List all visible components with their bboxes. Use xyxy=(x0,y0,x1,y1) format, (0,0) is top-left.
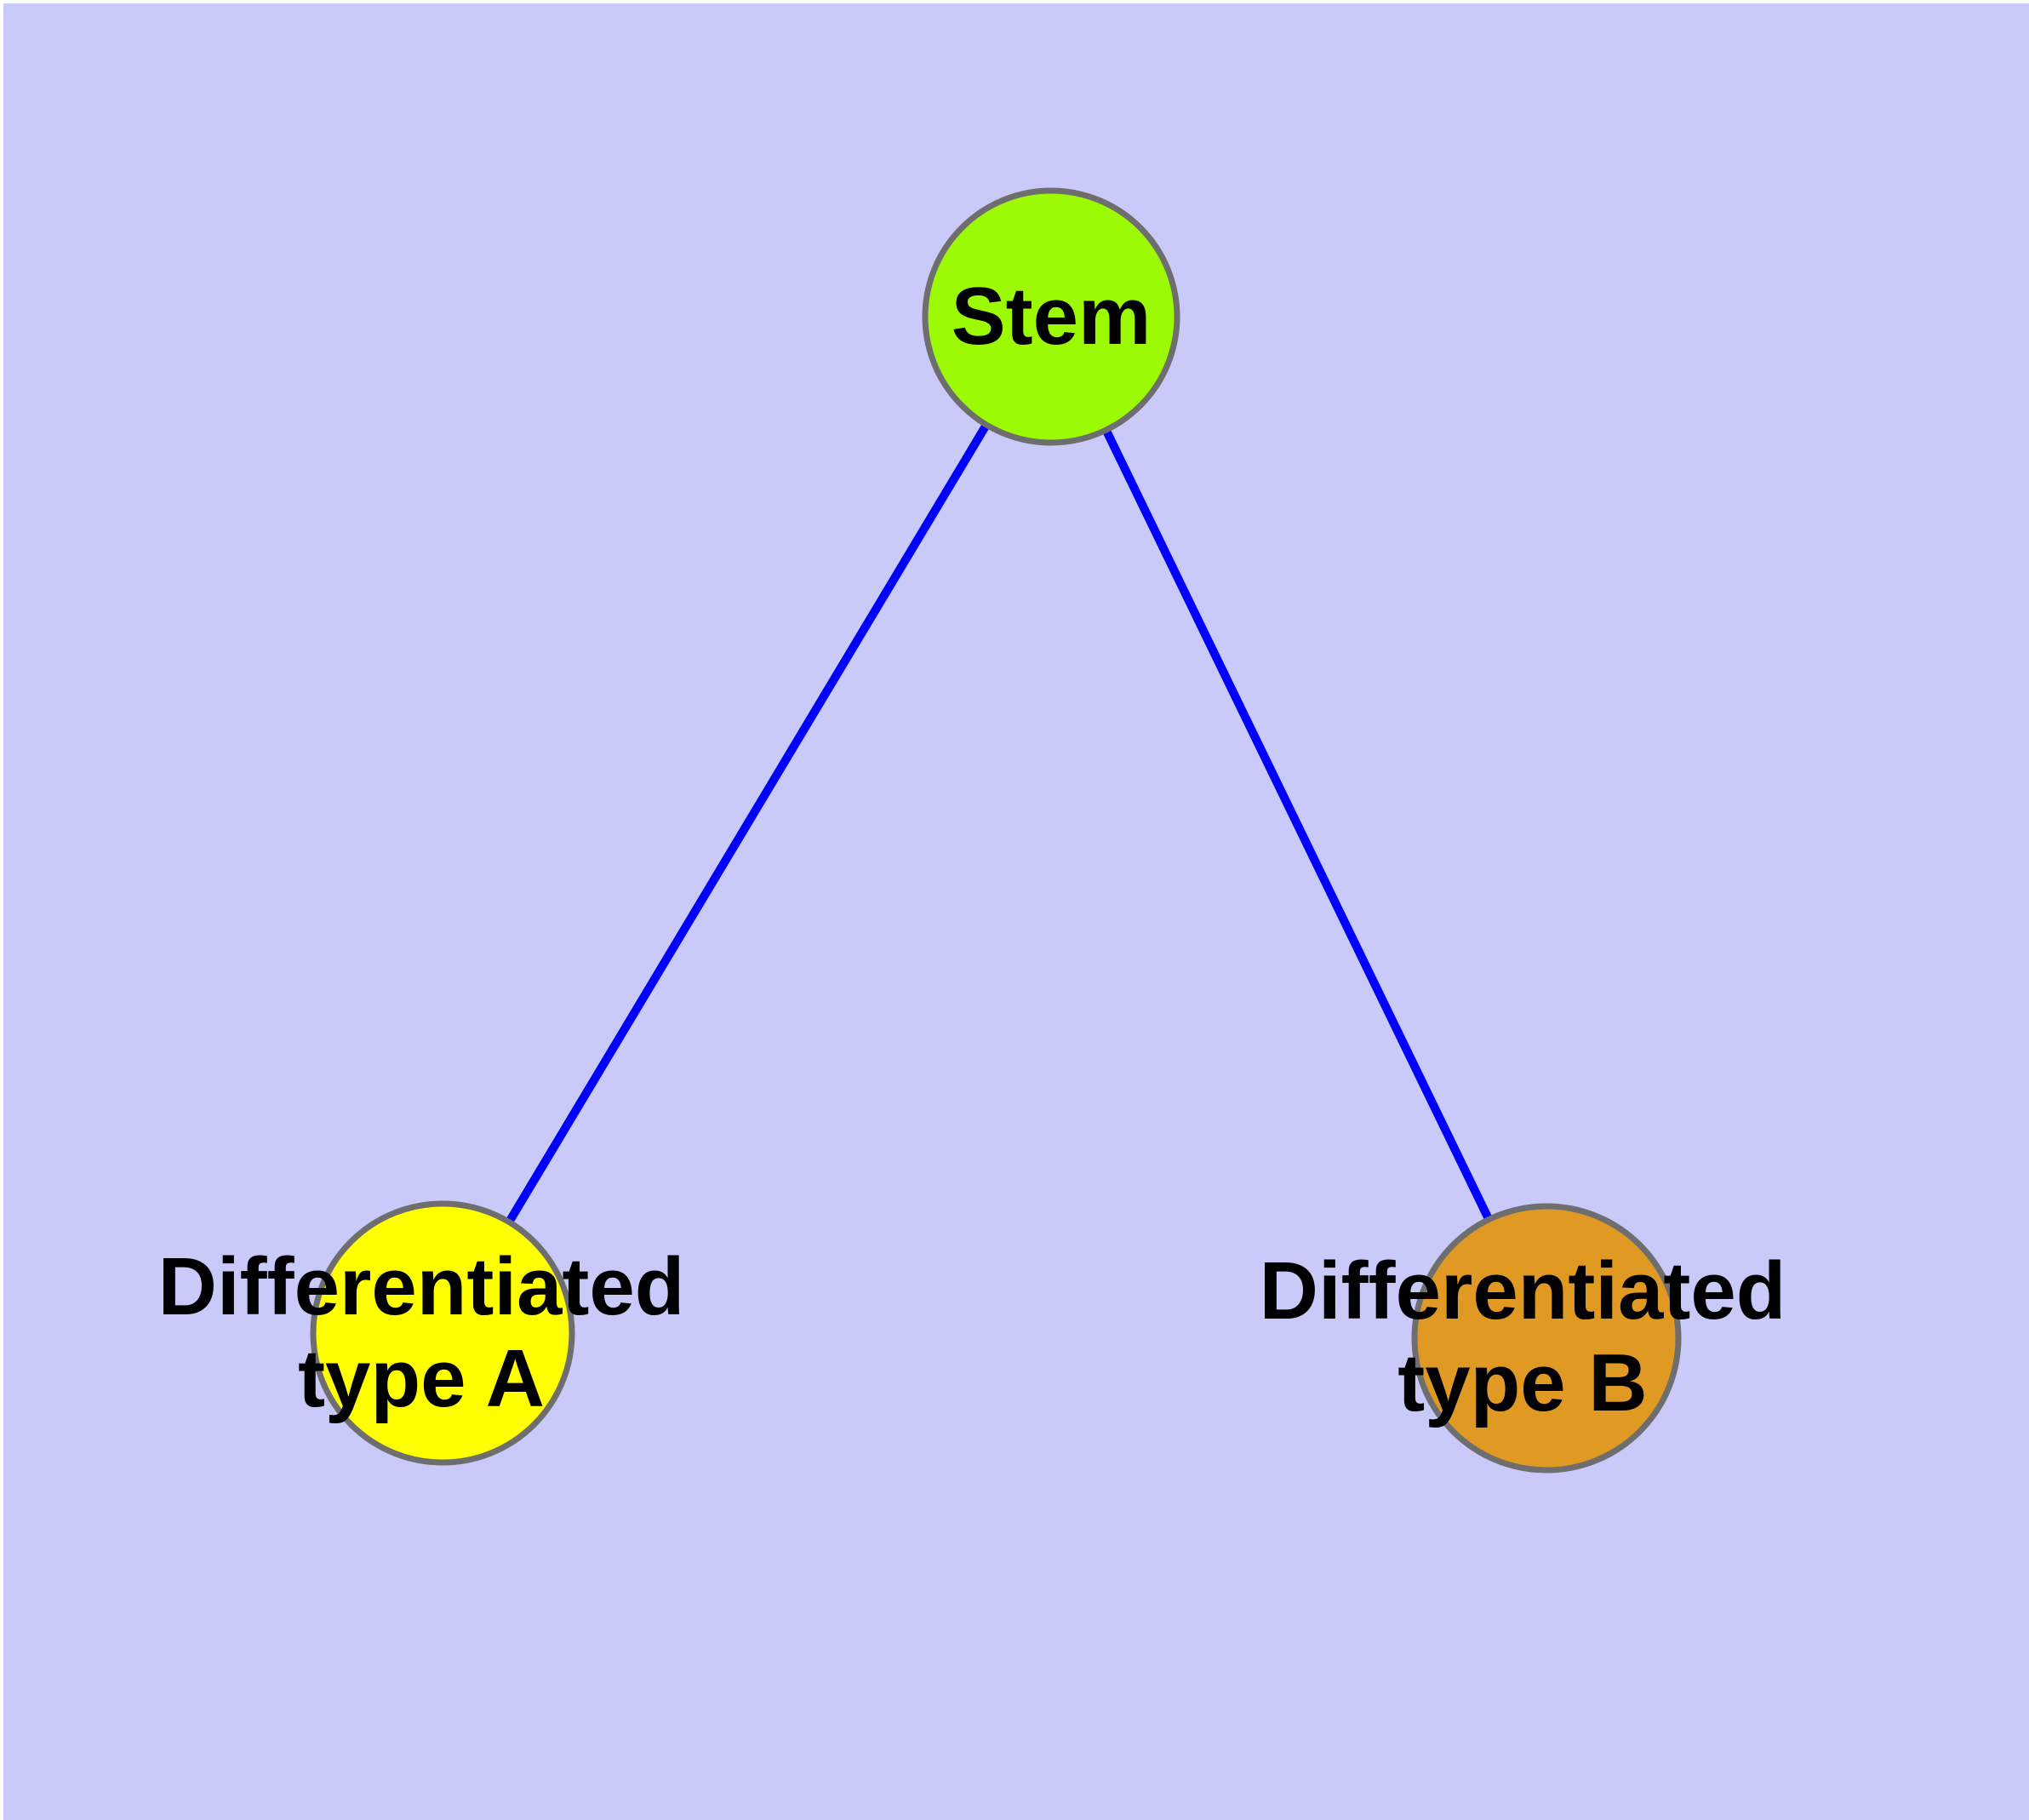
graph-node-diff-a[interactable] xyxy=(310,1200,575,1466)
edge-layer xyxy=(505,422,1493,1225)
graph-node-label-stem: Stem xyxy=(952,271,1152,362)
label-line: Stem xyxy=(952,271,1152,362)
graph-edge[interactable] xyxy=(505,422,991,1225)
label-line: Differentiated xyxy=(1260,1245,1786,1336)
node-layer xyxy=(310,187,1682,1474)
label-line: Differentiated xyxy=(158,1241,685,1332)
graph-node-diff-b[interactable] xyxy=(1411,1203,1682,1474)
graph-edge[interactable] xyxy=(1102,427,1493,1222)
label-line: type A xyxy=(298,1333,545,1424)
label-line: type B xyxy=(1397,1337,1647,1428)
graph-node-stem[interactable] xyxy=(922,187,1180,446)
